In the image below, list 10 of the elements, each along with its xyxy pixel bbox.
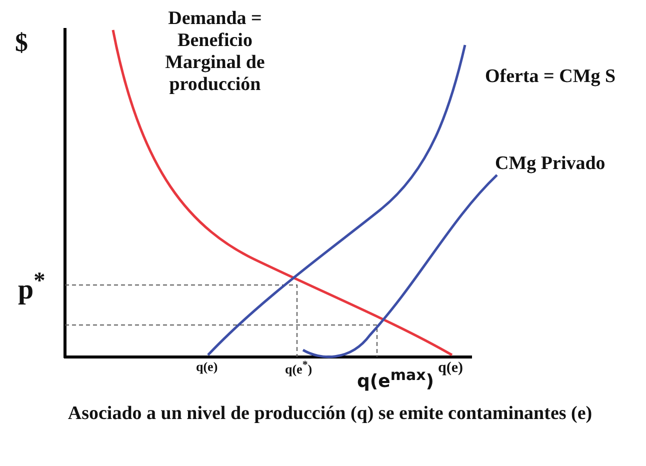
- curve-label: Demanda = Beneficio Marginal de producción: [164, 8, 266, 96]
- axis-label: $: [15, 28, 28, 58]
- tick-label: q(e$^{*}$): [285, 359, 312, 378]
- tick-label: q(e): [438, 360, 463, 378]
- curve-label: Oferta = CMg S: [485, 66, 616, 88]
- curve-label: CMg Privado: [495, 153, 606, 175]
- tick-label: q(e$^{max}$): [357, 367, 434, 393]
- tick-label: q(e): [196, 360, 218, 375]
- caption: Asociado a un nivel de producción (q) se emite contaminantes (e): [66, 402, 594, 426]
- axis-label: p$^{*}$: [18, 268, 46, 307]
